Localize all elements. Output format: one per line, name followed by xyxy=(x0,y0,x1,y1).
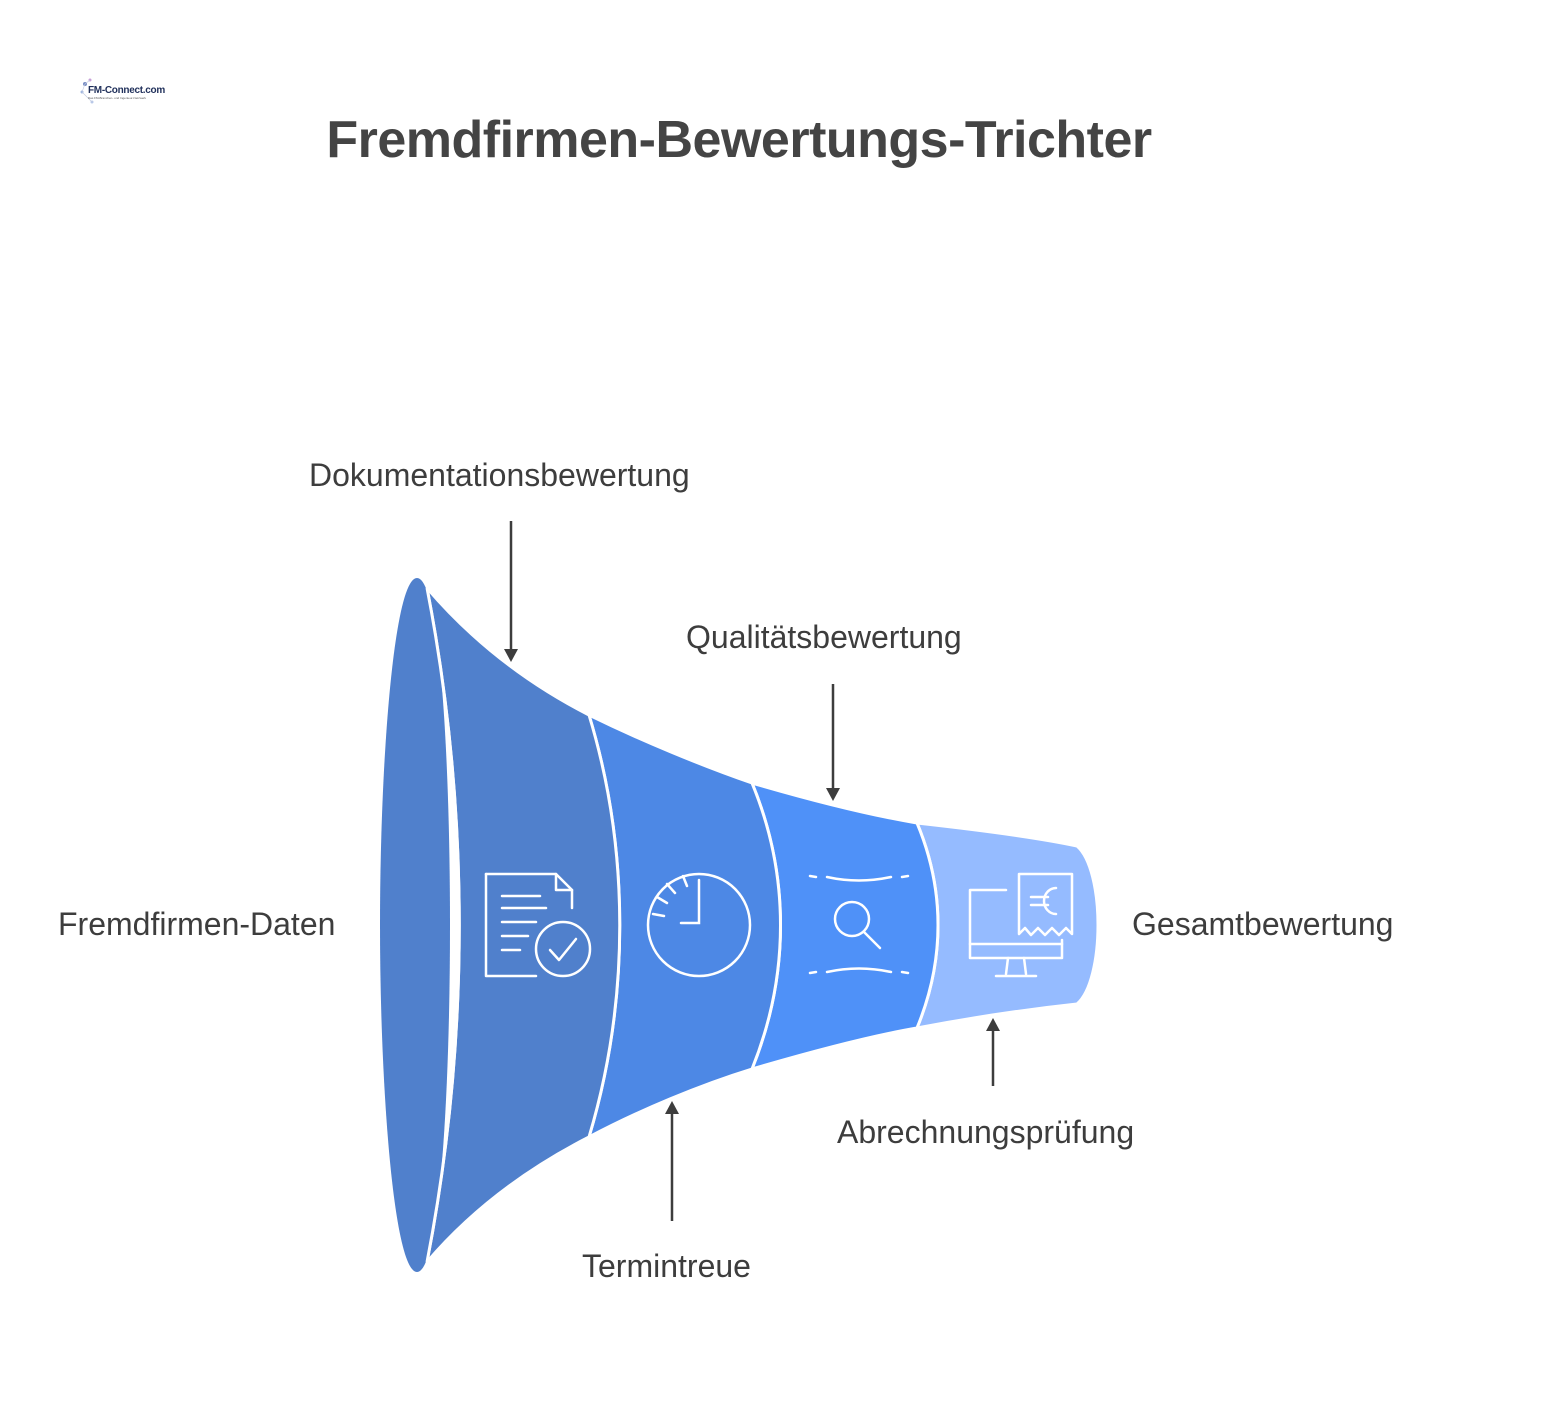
stage-label-termintreue: Termintreue xyxy=(582,1248,751,1284)
output-label: Gesamtbewertung xyxy=(1132,906,1394,942)
logo-graphic xyxy=(80,78,94,104)
document-check-icon xyxy=(484,872,592,978)
stage-label-qualitaetsbewertung: Qualitätsbewertung xyxy=(686,619,962,655)
arrow-termintreue xyxy=(665,1101,679,1221)
logo-text: FM-Connect.com xyxy=(88,85,165,96)
clock-icon xyxy=(646,872,752,978)
funnel-mouth xyxy=(380,578,450,1272)
arrow-qualitaetsbewertung xyxy=(826,684,840,801)
stage-label-dokumentationsbewertung: Dokumentationsbewertung xyxy=(309,457,690,493)
page-title: Fremdfirmen-Bewertungs-Trichter xyxy=(326,111,1152,169)
monitor-euro-receipt-icon xyxy=(968,872,1074,978)
logo-subtext: Das FM-Branchen- und Ingenieur-Netzwerk xyxy=(88,96,147,100)
fm-connect-logo: FM-Connect.com Das FM-Branchen- und Inge… xyxy=(78,76,165,110)
stage-label-abrechnungspruefung: Abrechnungsprüfung xyxy=(837,1114,1135,1150)
funnel-stage-dokumentationsbewertung xyxy=(424,582,622,1268)
funnel-mouth-edge xyxy=(425,587,461,1263)
arrow-abrechnungspruefung xyxy=(986,1018,1000,1086)
magnifier-icon xyxy=(808,874,910,975)
input-label: Fremdfirmen-Daten xyxy=(58,906,336,942)
arrow-dokumentationsbewertung xyxy=(504,521,518,662)
